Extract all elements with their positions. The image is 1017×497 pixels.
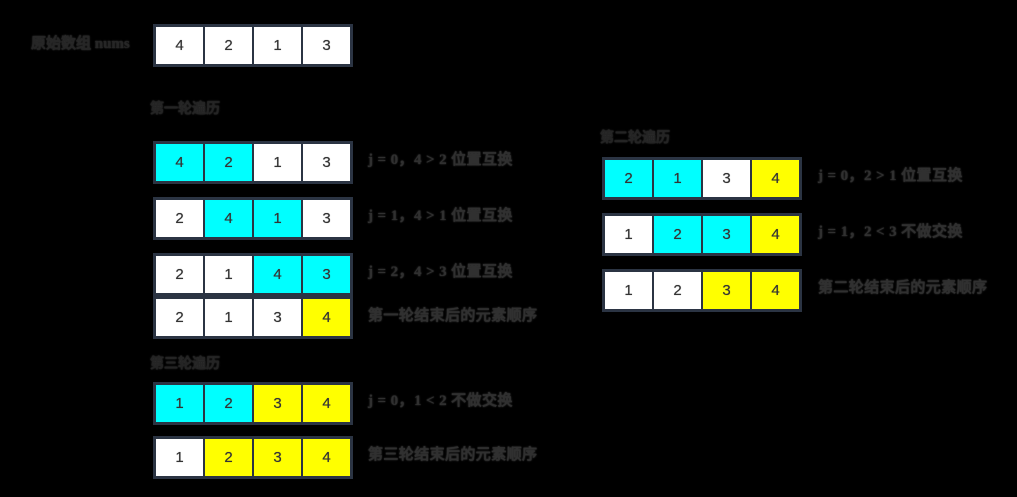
array-cell: 3 — [253, 298, 302, 337]
pass-2-row-1-note: j = 0，2 > 1 位置互换 — [818, 168, 963, 184]
array-cell: 2 — [653, 271, 702, 310]
pass-1-row-3-note: j = 2，4 > 3 位置互换 — [368, 264, 513, 280]
array-cell: 4 — [751, 215, 800, 254]
array-cell: 4 — [751, 159, 800, 198]
array-cell: 1 — [155, 384, 204, 423]
array-cell: 3 — [302, 255, 351, 294]
array-cell: 1 — [604, 271, 653, 310]
array-cell: 2 — [155, 199, 204, 238]
array-cell: 3 — [702, 271, 751, 310]
array-cell: 3 — [253, 384, 302, 423]
array-cell: 2 — [204, 143, 253, 182]
array-cell: 1 — [253, 199, 302, 238]
array-cell: 1 — [204, 298, 253, 337]
array-cell: 4 — [302, 438, 351, 477]
pass-1-row-2-note: j = 1，4 > 1 位置互换 — [368, 208, 513, 224]
original-array-label: 原始数组 nums — [31, 36, 130, 52]
array-cell: 2 — [653, 215, 702, 254]
pass-1-title: 第一轮遍历 — [150, 102, 220, 117]
pass-3-row-2-note: 第三轮结束后的元素顺序 — [368, 447, 538, 463]
array-cell: 3 — [253, 438, 302, 477]
array-cell: 3 — [702, 159, 751, 198]
array-cell: 4 — [302, 384, 351, 423]
array-cell: 1 — [155, 438, 204, 477]
array-cell: 4 — [751, 271, 800, 310]
array-cell: 2 — [155, 298, 204, 337]
array-cell: 2 — [604, 159, 653, 198]
array-cell: 4 — [253, 255, 302, 294]
array-cell: 3 — [702, 215, 751, 254]
array-cell: 3 — [302, 143, 351, 182]
array-cell: 2 — [155, 255, 204, 294]
array-cell: 2 — [204, 26, 253, 65]
pass-3-title: 第三轮遍历 — [150, 357, 220, 372]
array-cell: 4 — [155, 26, 204, 65]
array-cell: 4 — [155, 143, 204, 182]
pass-1-row-1-note: j = 0，4 > 2 位置互换 — [368, 152, 513, 168]
pass-1-row-4-note: 第一轮结束后的元素顺序 — [368, 308, 538, 324]
array-cell: 2 — [204, 384, 253, 423]
array-cell: 1 — [253, 143, 302, 182]
array-cell: 1 — [604, 215, 653, 254]
array-cell: 2 — [204, 438, 253, 477]
pass-3-row-1-note: j = 0，1 < 2 不做交换 — [368, 393, 513, 409]
pass-2-title: 第二轮遍历 — [600, 131, 670, 146]
pass-2-row-2-note: j = 1，2 < 3 不做交换 — [818, 224, 963, 240]
pass-2-row-3-note: 第二轮结束后的元素顺序 — [818, 280, 988, 296]
array-cell: 1 — [253, 26, 302, 65]
array-cell: 3 — [302, 199, 351, 238]
array-cell: 3 — [302, 26, 351, 65]
array-cell: 1 — [204, 255, 253, 294]
array-cell: 4 — [204, 199, 253, 238]
array-cell: 1 — [653, 159, 702, 198]
array-cell: 4 — [302, 298, 351, 337]
